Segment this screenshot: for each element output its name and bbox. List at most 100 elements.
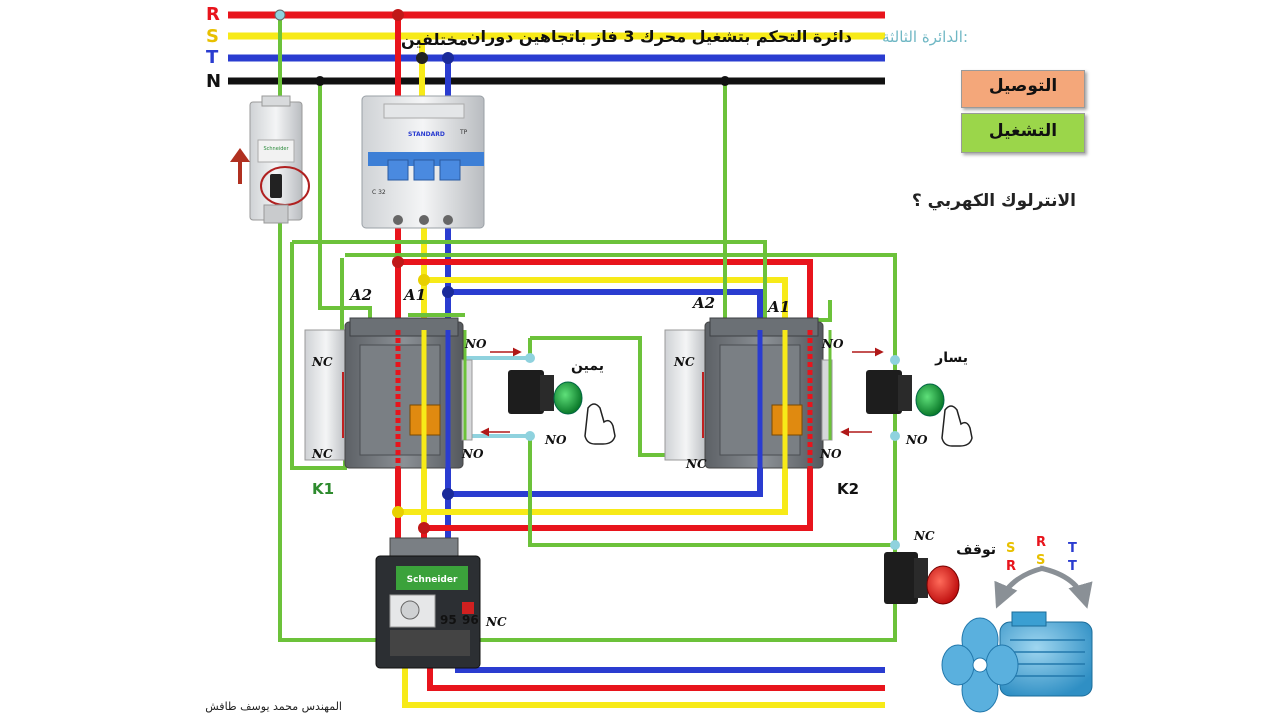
rotation-labels: S R R S T T: [1006, 535, 1077, 574]
relay-bottom: [390, 630, 470, 656]
junction: [890, 431, 900, 441]
rot-mid-top: R: [1036, 535, 1046, 550]
three-pole-breaker: STANDARD TP C 32: [361, 95, 485, 229]
wiring-button-label: التوصيل: [988, 76, 1058, 96]
relay-brand-plate: [396, 566, 468, 590]
rotation-arrow-cw-icon: [1039, 565, 1093, 609]
mcb3-handle-2[interactable]: [413, 159, 435, 181]
hand-pointer-icon: [941, 405, 973, 447]
title: الدائرة الثالثة: دائرة التحكم بتشغيل محر…: [401, 27, 968, 49]
k2-no-bottom-label: NO: [819, 447, 842, 461]
push-button-right[interactable]: [508, 370, 616, 445]
junction: [442, 286, 454, 298]
junction: [274, 9, 286, 21]
breaker-bottom: [263, 204, 289, 224]
phase-n-label: N: [206, 71, 221, 92]
junction: [392, 9, 404, 21]
mcb3-tp: TP: [459, 129, 468, 136]
stop-nc-label: NC: [913, 529, 935, 543]
mcb3-handle-1[interactable]: [387, 159, 409, 181]
interlock-question: الانترلوك الكهربي ؟: [912, 191, 1076, 211]
terminal-labels: A2 A1 A2 A1 NC NC NO NO NO NC NC NO NO N…: [311, 286, 935, 629]
k2-aux-block: [664, 329, 708, 461]
k1-a1-label: A1: [402, 286, 426, 304]
breaker-brand: Schneider: [263, 146, 289, 152]
right-button-label: يمين: [571, 358, 604, 374]
relay-brand: Schneider: [407, 575, 458, 585]
mcb3-rating: C 32: [372, 189, 386, 196]
operation-button[interactable]: التشغيل: [961, 113, 1085, 153]
contactor-internal-wires: [395, 330, 832, 470]
left-button-label: يسار: [934, 350, 968, 366]
junction: [720, 76, 730, 86]
device-labels: K1 K2 يمين يسار توقف: [312, 350, 996, 558]
stop-collar: [914, 558, 928, 598]
operation-button-label: التشغيل: [988, 121, 1058, 141]
title-main-line2: مختلفين: [401, 30, 468, 49]
pb-right-no-label: NO: [544, 433, 567, 447]
up-arrow-icon: [230, 148, 250, 184]
contactor-k2: [664, 317, 833, 469]
mcb3-handle-3[interactable]: [439, 159, 461, 181]
hand-pointer-icon: [584, 403, 616, 445]
relay-95-label: 95: [440, 613, 457, 627]
mcb3-brand: STANDARD: [408, 131, 445, 138]
k1-no-bottom-label: NO: [461, 447, 484, 461]
junction: [418, 522, 430, 534]
k2-side-block: [821, 359, 833, 441]
junction: [890, 540, 900, 550]
single-pole-breaker: Schneider: [249, 95, 310, 224]
motor-fan-icon: [941, 617, 1019, 713]
pb-left-body: [866, 370, 902, 414]
rot-right-bottom: T: [1068, 559, 1077, 574]
junction: [442, 488, 454, 500]
junction: [890, 355, 900, 365]
nc-contacts: [342, 372, 704, 438]
relay-reset[interactable]: [462, 602, 474, 614]
pb-left-cap[interactable]: [915, 383, 945, 417]
ctrl-right-loop: [345, 253, 897, 545]
junction: [525, 353, 535, 363]
stop-button[interactable]: [884, 552, 960, 605]
k2-a2-label: A2: [691, 294, 715, 312]
phase-r-label: R: [206, 4, 220, 25]
title-main-line1: دائرة التحكم بتشغيل محرك 3 فاز باتجاهين …: [467, 27, 852, 46]
mcb3-top: [383, 103, 465, 119]
pb-left-no-label: NO: [905, 433, 928, 447]
k1-nc-top-label: NC: [311, 355, 333, 369]
pb-right-body: [508, 370, 544, 414]
breaker-top: [261, 95, 291, 107]
phase-s-label: S: [206, 26, 219, 47]
k2-no-top-label: NO: [821, 337, 844, 351]
k2-nc-top-label: NC: [673, 355, 695, 369]
phase-t-label: T: [206, 47, 219, 68]
relay-96-label: 96: [462, 613, 479, 627]
mcb3-terminal: [419, 215, 429, 225]
no-wires: [465, 356, 530, 438]
title-prefix: الدائرة الثالثة:: [882, 28, 968, 46]
pb-right-cap[interactable]: [553, 381, 583, 415]
junction: [392, 506, 404, 518]
k1-label: K1: [312, 480, 334, 498]
k1-a2-label: A2: [348, 286, 372, 304]
mcb3-terminal: [393, 215, 403, 225]
push-button-left[interactable]: [866, 370, 973, 447]
junction: [315, 76, 325, 86]
k2-label: K2: [837, 480, 859, 498]
breaker-toggle[interactable]: [270, 174, 282, 198]
wiring-button[interactable]: التوصيل: [961, 70, 1085, 108]
junction: [416, 52, 428, 64]
no-arrows: [480, 347, 884, 437]
relay-dial[interactable]: [400, 600, 420, 620]
bus-bars: [228, 11, 885, 85]
k1-nc-bottom-label: NC: [311, 447, 333, 461]
junction: [525, 431, 535, 441]
motor: [941, 611, 1093, 713]
stop-body: [884, 552, 918, 604]
author-credit: المهندس محمد يوسف طافش: [205, 700, 342, 713]
stop-cap[interactable]: [926, 565, 960, 605]
k1-aux-block: [304, 329, 348, 461]
contactor-k1: [304, 317, 473, 469]
